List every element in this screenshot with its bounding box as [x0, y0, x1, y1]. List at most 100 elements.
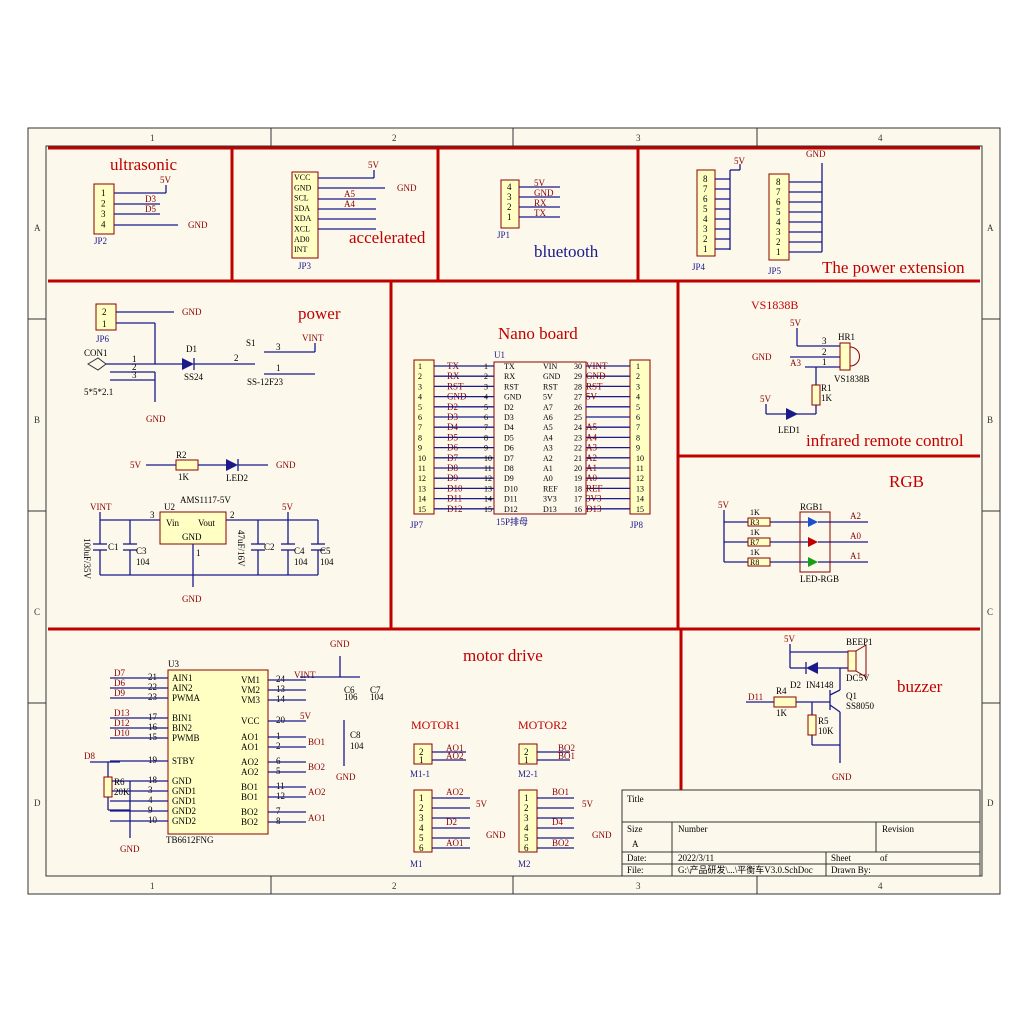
- m2-pin-1: 1: [524, 793, 529, 803]
- u3-left-num-22: 22: [148, 682, 157, 692]
- c3-val: 104: [136, 557, 150, 567]
- title-ultrasonic: ultrasonic: [110, 155, 177, 174]
- u1-left-name-d12: D12: [504, 505, 518, 514]
- date-value: 2022/3/11: [678, 853, 714, 863]
- jp7-ref: JP7: [410, 520, 424, 530]
- d1-part: SS24: [184, 372, 204, 382]
- c5-ref: C5: [320, 546, 331, 556]
- nano-right-net-rst: RST: [586, 381, 603, 391]
- jp5-pin-7: 7: [776, 187, 781, 197]
- ir-a3: A3: [790, 358, 801, 368]
- u2-vint: VINT: [90, 502, 112, 512]
- jp5-pin-8: 8: [776, 177, 781, 187]
- nano-right-net-a0: A0: [586, 473, 597, 483]
- beep1-ref: BEEP1: [846, 637, 873, 647]
- ir-gnd: GND: [752, 352, 772, 362]
- jp5-ref: JP5: [768, 266, 782, 276]
- jp7-pin-4: 4: [418, 393, 422, 402]
- jp4-pin-1: 1: [703, 244, 708, 254]
- u2-gnd-label: GND: [182, 594, 202, 604]
- jp1-pin-1: 1: [507, 212, 512, 222]
- jp4-pin-6: 6: [703, 194, 708, 204]
- q1-part: SS8050: [846, 701, 875, 711]
- u1-pin-30: 30: [574, 362, 582, 371]
- u3-left-num-21: 21: [148, 672, 157, 682]
- nano-right-net-a2: A2: [586, 453, 597, 463]
- ir-title: VS1838B: [751, 298, 798, 312]
- title-buzzer: buzzer: [897, 677, 943, 696]
- rgb-res-r7: R7: [750, 538, 759, 547]
- u3-left-pin-5: PWMB: [172, 733, 200, 743]
- u1-pin-10: 10: [484, 454, 492, 463]
- grid-col-top-2: 2: [392, 133, 397, 143]
- jp8-pin-13: 13: [636, 484, 644, 493]
- u1-left-name-d3: D3: [504, 413, 514, 422]
- u2-part: AMS1117-5V: [180, 495, 231, 505]
- u3-left-pin-9: GND1: [172, 796, 196, 806]
- u3-right-num-14: 14: [276, 694, 286, 704]
- jp3-ref: JP3: [298, 261, 312, 271]
- jp7-pin-8: 8: [418, 433, 422, 442]
- m1-net-1: 5V: [476, 799, 488, 809]
- jp8-pin-5: 5: [636, 403, 640, 412]
- u3-right-pin-1: VM2: [241, 685, 260, 695]
- r1-ref: R1: [821, 383, 832, 393]
- jp8-pin-14: 14: [636, 495, 644, 504]
- u3-left-pin-0: AIN1: [172, 673, 193, 683]
- file-label: File:: [627, 865, 644, 875]
- beep1-part: DC5V: [846, 673, 870, 683]
- u1-left-name-d7: D7: [504, 454, 514, 463]
- title-nano-board: Nano board: [498, 324, 578, 343]
- jp1-pin-2: 2: [507, 202, 512, 212]
- u1-right-name-a0: A0: [543, 474, 553, 483]
- nano-right-net-a5: A5: [586, 422, 597, 432]
- u3-left-num-23: 23: [148, 692, 158, 702]
- jp7-pin-2: 2: [418, 372, 422, 381]
- u1-right-name-a2: A2: [543, 454, 553, 463]
- u3-left-num-19: 19: [148, 755, 158, 765]
- u3-right-pin-5: AO1: [241, 742, 259, 752]
- u3-left-net-d9: D9: [114, 688, 125, 698]
- u1-right-name-a4: A4: [543, 433, 553, 442]
- size-value: A: [632, 839, 639, 849]
- rgb-net-a0: A0: [850, 531, 861, 541]
- m1-pin-2: 2: [419, 803, 424, 813]
- u3-right-num-20: 20: [276, 715, 286, 725]
- number-label: Number: [678, 824, 708, 834]
- rgb1-part: LED-RGB: [800, 574, 839, 584]
- u3-left-num-15: 15: [148, 732, 158, 742]
- m1-net-3: GND: [486, 830, 506, 840]
- title-rgb: RGB: [889, 472, 924, 491]
- nano-right-net-d13: D13: [586, 504, 602, 514]
- jp4-pin-4: 4: [703, 214, 708, 224]
- grid-row-left-A: A: [34, 223, 41, 233]
- grid-row-right-C: C: [987, 607, 993, 617]
- buzzer-gnd: GND: [832, 772, 852, 782]
- u1-left-name-d8: D8: [504, 464, 514, 473]
- u1-pin-18: 18: [574, 484, 582, 493]
- u3-left-net-d7: D7: [114, 668, 125, 678]
- jp6-pin-1: 1: [102, 319, 107, 329]
- jp3-pin-gnd: GND: [294, 183, 312, 192]
- r1-val: 1K: [821, 393, 833, 403]
- date-label: Date:: [627, 853, 647, 863]
- u1-pin-27: 27: [574, 393, 582, 402]
- jp8-pin-3: 3: [636, 382, 640, 391]
- u1-pin-1: 1: [484, 362, 488, 371]
- jp7-pin-5: 5: [418, 403, 422, 412]
- jp4-pin-3: 3: [703, 224, 708, 234]
- jp1-net-tx: TX: [534, 208, 546, 218]
- sheet-label: Sheet: [831, 853, 851, 863]
- m1-1-net-1: AO2: [446, 751, 464, 761]
- u1-pin-24: 24: [574, 423, 582, 432]
- d1-ref: D1: [186, 344, 197, 354]
- u1-right-name-a1: A1: [543, 464, 553, 473]
- jp1-pin-3: 3: [507, 192, 512, 202]
- jp7-pin-13: 13: [418, 484, 426, 493]
- u3-right-num-1: 1: [276, 731, 281, 741]
- jp8-pin-4: 4: [636, 393, 640, 402]
- r4-ref: R4: [776, 686, 787, 696]
